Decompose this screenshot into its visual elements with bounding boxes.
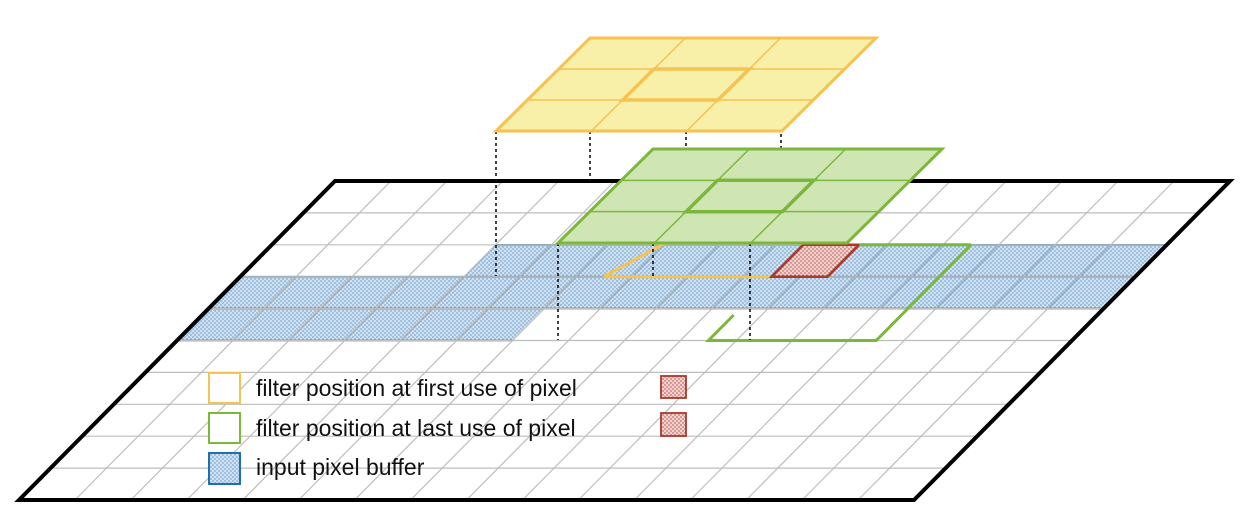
legend-pixel-icon-1: [660, 375, 687, 399]
grid-column-line: [857, 180, 1175, 501]
green-filter-center-cell: [681, 178, 819, 214]
grid-column-line: [298, 180, 616, 501]
grid-column-line: [186, 180, 504, 501]
last-use-filter: [554, 147, 946, 245]
grid-column-line: [801, 180, 1119, 501]
grid-column-line: [242, 180, 560, 501]
legend-label-buffer: input pixel buffer: [256, 454, 425, 480]
current-pixel: [768, 243, 863, 278]
legend: filter position at first use of pixel fi…: [208, 372, 687, 485]
last-footprint-edge: [704, 243, 973, 342]
yellow-filter-center-cell: [618, 67, 754, 102]
legend-swatch-buffer: [208, 452, 241, 485]
yellow-filter-tile: [492, 36, 880, 133]
grid-column-line: [130, 180, 448, 501]
legend-swatch-last-use: [208, 412, 241, 444]
legend-swatch-first-use: [208, 372, 241, 404]
legend-pixel-icon-2: [660, 412, 687, 437]
image-grid-outline: [14, 179, 1235, 502]
legend-label-last-use: filter position at last use of pixel: [256, 415, 576, 441]
first-use-filter: [492, 36, 880, 133]
current-pixel-cell: [768, 243, 863, 278]
grid-column-line: [74, 180, 392, 501]
last-use-filter-footprint: [704, 243, 973, 342]
grid-border: [14, 179, 1235, 502]
legend-label-first-use: filter position at first use of pixel: [256, 375, 577, 401]
grid-column-line: [745, 180, 1063, 501]
